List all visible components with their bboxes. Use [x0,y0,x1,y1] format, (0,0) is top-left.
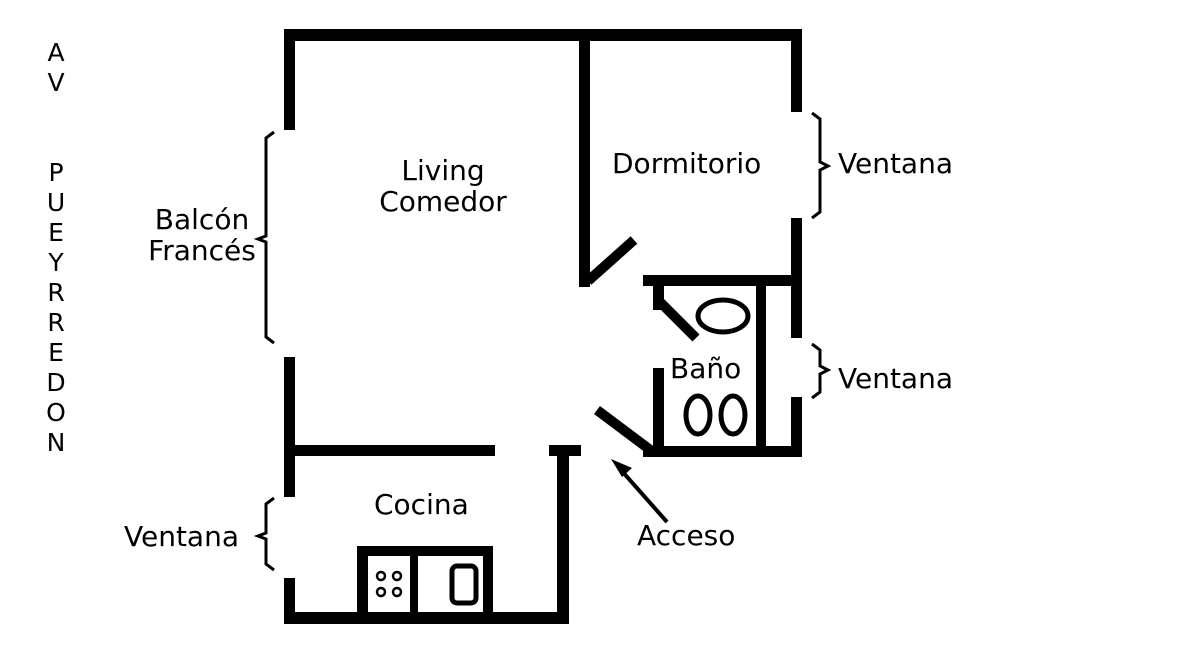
wall-bano-left-upper [653,286,664,310]
ventana-bano-label: Ventana [838,362,953,395]
street-letter: N [46,428,66,457]
bano-fixtures [683,297,751,437]
door-bano [656,298,700,342]
balcon-label-line2: Francés [148,233,256,267]
street-letter: U [46,188,66,217]
bracket-ventana-dormitorio [811,111,832,220]
acceso-label: Acceso [637,519,736,552]
cocina-counter [357,546,493,612]
living-label-line1: Living [401,154,485,187]
dormitorio-label: Dormitorio [612,147,762,180]
bracket-balcon [253,130,275,345]
wall-left-upper [284,29,295,130]
living-label-line2: Comedor [379,184,507,218]
wall-cocina-right [557,445,569,624]
street-letter: V [47,68,65,97]
street-letter: A [47,38,65,67]
wall-bano-left-lower [653,368,664,457]
walls [284,29,802,624]
wall-left-lower [284,578,295,624]
wall-bano-top [643,275,802,286]
bano-label: Baño [670,352,742,385]
wall-bano-bottom [643,446,802,457]
street-letter: Y [48,248,64,277]
balcon-frances-label: Balcón Francés [140,203,264,267]
stove-area [368,556,410,612]
sink-icon [449,563,479,606]
cocina-label: Cocina [374,488,469,521]
street-letter: R [47,278,65,307]
door-acceso [594,406,656,456]
living-comedor-label: Living Comedor [353,154,533,218]
inodoro-left-icon [683,393,713,437]
inodoro-right-icon [718,393,748,437]
street-letter: P [48,158,64,187]
wall-bottom [284,612,569,624]
street-letter: E [48,218,64,247]
bracket-ventana-cocina [253,496,275,572]
acceso-arrow-icon [611,459,669,524]
wall-bano-divider [756,286,766,446]
wall-dormitorio-partition [579,29,590,287]
door-dormitorio [584,236,638,285]
balcon-label-line1: Balcón [154,203,250,236]
wall-left-middle [284,357,295,497]
brackets [253,111,832,572]
wall-right-lower [791,397,802,457]
street-letter: E [48,338,64,367]
wall-cocina-top [284,445,495,456]
wall-top [284,29,802,41]
street-letter: O [46,398,66,427]
stove-icon [375,570,403,598]
lavatorio-icon [695,297,751,335]
ventana-dormitorio-label: Ventana [838,147,953,180]
bracket-ventana-bano [811,342,832,400]
street-letter: D [46,368,66,397]
street-letter: R [47,308,65,337]
ventana-cocina-label: Ventana [124,520,239,553]
wall-right-upper [791,29,802,112]
doors [584,236,700,456]
